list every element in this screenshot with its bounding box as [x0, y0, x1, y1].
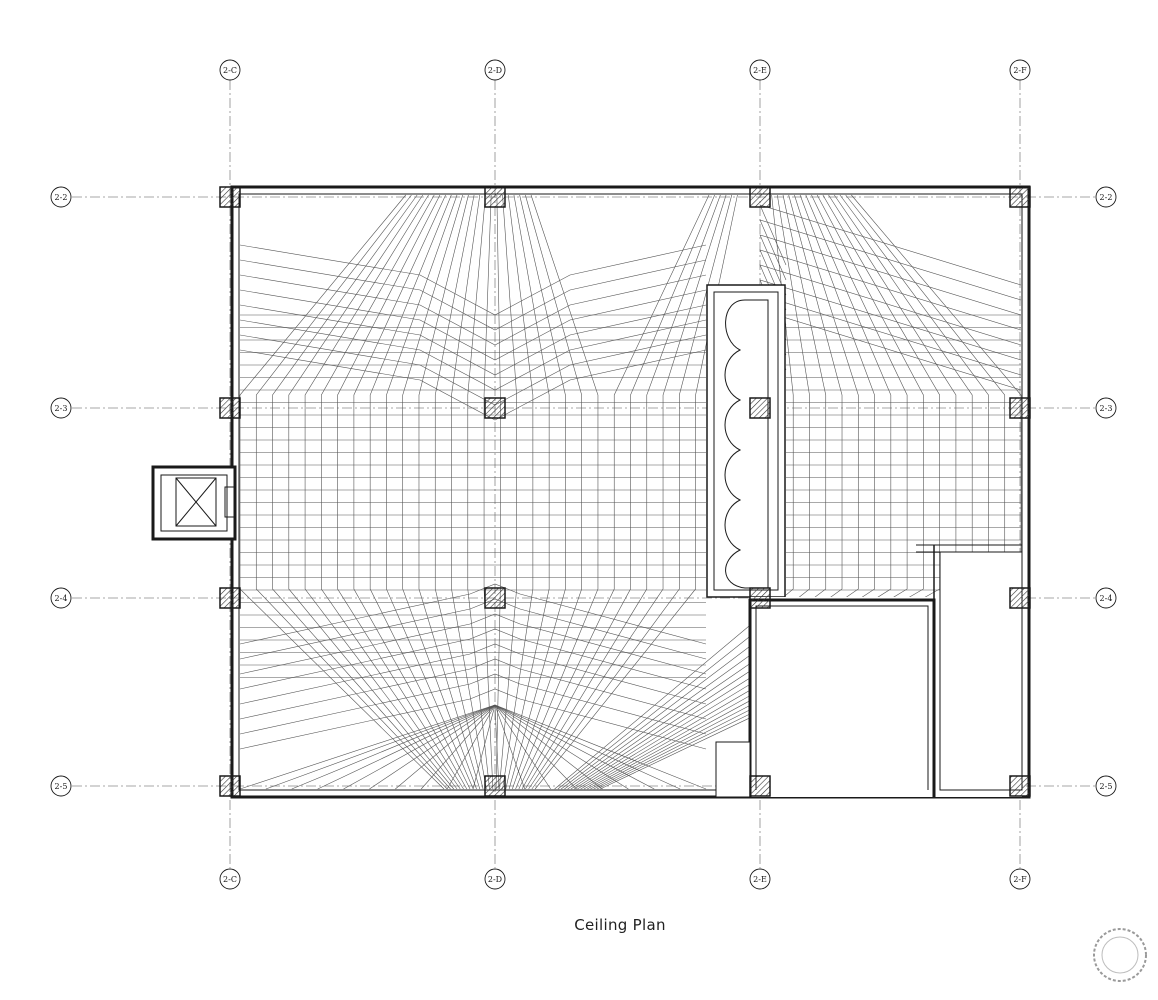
- structural-column: [1009, 775, 1031, 797]
- structural-column: [749, 587, 771, 609]
- room-partitions: [715, 544, 1023, 798]
- watermark-logo: [1093, 928, 1147, 982]
- structural-column: [219, 186, 241, 208]
- structural-column: [219, 587, 241, 609]
- grid-bubble-column-bottom: 2-E: [749, 868, 771, 890]
- structural-column: [219, 397, 241, 419]
- grid-bubbles: 2-C 2-C 2-D 2-D 2-E 2-E 2-F 2-F 2-2 2-2 2-3 2-3 2-4 2…: [50, 59, 1117, 890]
- svg-text:2-4: 2-4: [1100, 594, 1113, 603]
- structural-column: [1009, 186, 1031, 208]
- svg-text:2-E: 2-E: [753, 875, 767, 884]
- grid-bubble-row-left: 2-4: [50, 587, 72, 609]
- svg-text:2-E: 2-E: [753, 66, 767, 75]
- svg-text:2-F: 2-F: [1013, 66, 1027, 75]
- grid-bubble-column-top: 2-C: [219, 59, 241, 81]
- svg-text:2-C: 2-C: [223, 875, 237, 884]
- grid-bubble-row-left: 2-2: [50, 186, 72, 208]
- grid-bubble-column-bottom: 2-F: [1009, 868, 1031, 890]
- svg-text:2-D: 2-D: [488, 66, 502, 75]
- svg-text:2-3: 2-3: [55, 404, 68, 413]
- svg-text:2-F: 2-F: [1013, 875, 1027, 884]
- grid-bubble-row-right: 2-4: [1095, 587, 1117, 609]
- structural-column: [1009, 587, 1031, 609]
- structural-column: [484, 397, 506, 419]
- grid-bubble-row-right: 2-2: [1095, 186, 1117, 208]
- grid-bubble-column-bottom: 2-D: [484, 868, 506, 890]
- structural-column: [484, 587, 506, 609]
- structural-column: [484, 775, 506, 797]
- svg-text:2-4: 2-4: [55, 594, 68, 603]
- svg-text:2-2: 2-2: [55, 193, 68, 202]
- grid-bubble-row-right: 2-5: [1095, 775, 1117, 797]
- grid-bubble-column-top: 2-E: [749, 59, 771, 81]
- central-feature: [706, 284, 786, 598]
- grid-bubble-column-bottom: 2-C: [219, 868, 241, 890]
- svg-text:2-5: 2-5: [55, 782, 68, 791]
- ceiling-tile-pattern: [239, 194, 1022, 790]
- svg-text:2-D: 2-D: [488, 875, 502, 884]
- structural-column: [749, 775, 771, 797]
- structural-columns: [219, 186, 1031, 797]
- grid-bubble-column-top: 2-D: [484, 59, 506, 81]
- elevator-shaft: [151, 465, 237, 541]
- svg-text:2-C: 2-C: [223, 66, 237, 75]
- svg-text:2-2: 2-2: [1100, 193, 1113, 202]
- structural-column: [1009, 397, 1031, 419]
- svg-text:2-3: 2-3: [1100, 404, 1113, 413]
- structural-column: [484, 186, 506, 208]
- grid-bubble-row-left: 2-5: [50, 775, 72, 797]
- grid-bubble-row-right: 2-3: [1095, 397, 1117, 419]
- svg-text:2-5: 2-5: [1100, 782, 1113, 791]
- structural-column: [219, 775, 241, 797]
- structural-column: [749, 186, 771, 208]
- drawing-title: Ceiling Plan: [574, 916, 666, 934]
- structural-column: [749, 397, 771, 419]
- grid-bubble-column-top: 2-F: [1009, 59, 1031, 81]
- grid-bubble-row-left: 2-3: [50, 397, 72, 419]
